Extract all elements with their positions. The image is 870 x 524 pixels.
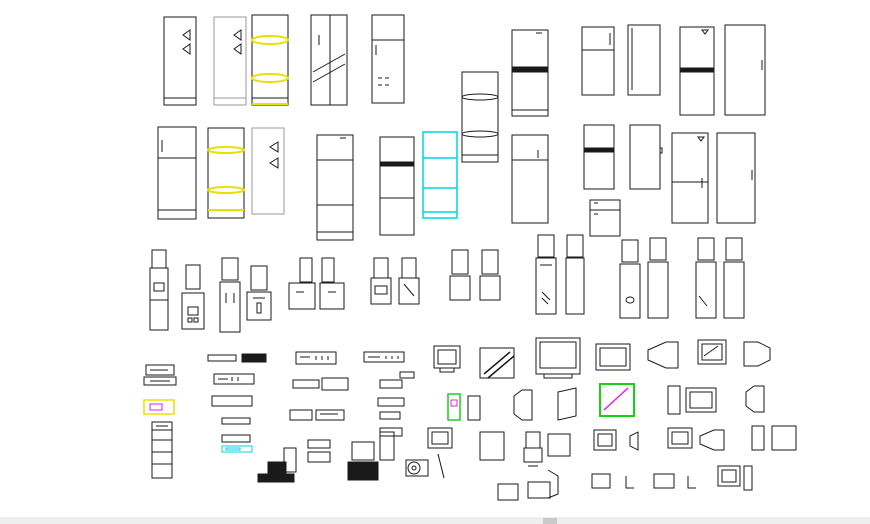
fridge-elevation [316, 134, 354, 241]
scrollbar-thumb[interactable] [543, 518, 557, 524]
crt-monitor [427, 427, 571, 461]
fridge-elevation [511, 134, 549, 224]
crt-monitor-side [743, 341, 771, 367]
fridge-elevation [379, 136, 415, 236]
amplifier-unit [363, 351, 415, 437]
fridge-elevation [627, 24, 661, 96]
water-dispenser [449, 249, 501, 301]
pc-tower-accent [447, 393, 481, 421]
dvd-player [207, 353, 267, 453]
crt-monitor [433, 345, 461, 373]
fridge-elevation [511, 29, 549, 117]
fridge-elevation [629, 124, 663, 190]
lcd-monitor-highlighted [599, 383, 635, 417]
water-dispenser [619, 237, 669, 319]
computer-desktop [257, 431, 395, 483]
fridge-elevation [679, 26, 715, 116]
pc-workstation [667, 385, 765, 415]
crt-monitor-side [647, 341, 679, 369]
vcr-unit [289, 351, 349, 463]
fridge-elevation [583, 124, 615, 190]
fridge-elevation [310, 14, 348, 106]
fridge-elevation-highlighted [422, 131, 458, 219]
refrigerator-block-row1 [163, 14, 766, 163]
tv-set [479, 347, 515, 379]
fridge-elevation [716, 132, 756, 224]
fridge-elevation [371, 14, 405, 104]
water-dispenser [181, 264, 205, 330]
monitor-tv-block [405, 337, 797, 501]
fridge-elevation [157, 126, 197, 220]
water-dispenser [149, 249, 169, 331]
fridge-elevation-highlighted [207, 127, 245, 219]
water-dispenser [370, 257, 420, 305]
lcd-monitor [697, 339, 727, 365]
fridge-elevation [213, 16, 247, 106]
fridge-elevation [461, 71, 499, 163]
refrigerator-block-row2 [157, 124, 756, 241]
laptop-and-accessories [405, 447, 559, 501]
fridge-elevation [589, 199, 621, 237]
water-dispenser-block [149, 234, 745, 333]
stereo-stack [143, 364, 177, 479]
horizontal-scrollbar[interactable] [0, 517, 870, 524]
crt-monitor [593, 425, 797, 451]
flat-tv [535, 337, 581, 379]
water-dispenser [219, 257, 241, 333]
crt-monitor [595, 343, 631, 371]
crt-monitor-side [513, 387, 577, 421]
fridge-elevation [724, 24, 766, 116]
fridge-elevation [251, 127, 285, 215]
water-dispenser [535, 234, 585, 315]
fridge-elevation [581, 26, 615, 96]
fridge-elevation [163, 16, 197, 106]
water-dispenser [695, 237, 745, 319]
audio-video-block [143, 351, 415, 483]
water-dispenser [288, 257, 345, 310]
fridge-elevation [671, 132, 709, 224]
fridge-elevation-highlighted [251, 14, 289, 106]
water-dispenser [246, 265, 272, 321]
lcd-monitor [591, 465, 753, 491]
